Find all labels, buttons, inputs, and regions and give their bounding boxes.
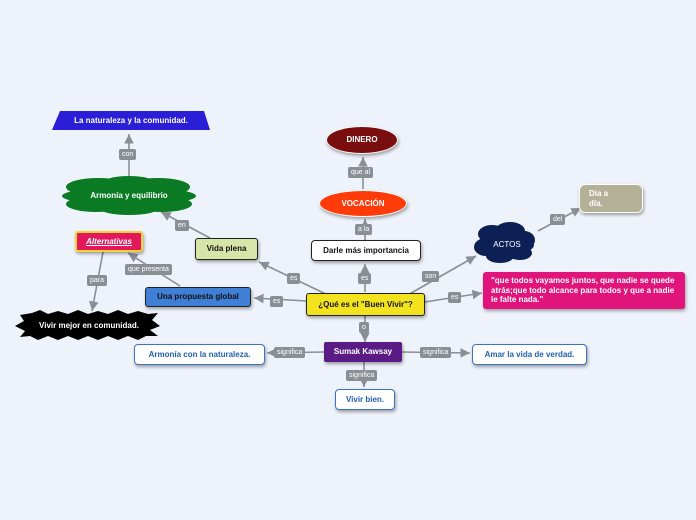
vivir-bien-label: Vivir bien. xyxy=(345,394,385,404)
dinero-node[interactable]: DINERO xyxy=(326,126,398,154)
vivir-mejor-node[interactable]: Vivir mejor en comunidad. xyxy=(22,316,156,336)
link-label-es-quote: es xyxy=(448,292,462,303)
actos-cloud xyxy=(474,222,535,263)
link-label-significa-down: significa xyxy=(346,370,378,381)
armonia-naturaleza-label: Armonía con la naturaleza. xyxy=(148,349,251,359)
link-label-para: para xyxy=(87,275,108,286)
sumak-kawsay-node[interactable]: Sumak Kawsay xyxy=(324,342,402,362)
actos-label: ACTOS xyxy=(493,240,521,250)
link-label-que-presenta: que presenta xyxy=(125,264,172,275)
central-node[interactable]: ¿Qué es el "Buen Vivir"? xyxy=(306,293,425,316)
vivir-bien-node[interactable]: Vivir bien. xyxy=(335,389,395,410)
dinero-label: DINERO xyxy=(346,135,378,145)
propuesta-global-node[interactable]: Una propuesta global xyxy=(145,287,251,307)
alternativas-node[interactable]: Alternativas xyxy=(75,231,143,252)
vivir-mejor-label: Vivir mejor en comunidad. xyxy=(39,321,139,331)
dia-a-dia-label: Día a día. xyxy=(589,188,609,208)
armonia-equilibrio-label: Armonía y equilibrio xyxy=(90,191,168,201)
link-label-son: son xyxy=(422,271,440,282)
vida-plena-node[interactable]: Vida plena xyxy=(195,238,258,260)
dia-a-dia-node[interactable]: Día a día. xyxy=(579,184,643,213)
naturaleza-ribbon xyxy=(52,111,210,130)
naturaleza-comunidad-node[interactable]: La naturaleza y la comunidad. xyxy=(56,111,206,130)
vivir-mejor-burst xyxy=(15,310,160,340)
link-label-a-la: a la xyxy=(355,224,373,235)
link-label-en: en xyxy=(175,220,189,231)
vocacion-node[interactable]: VOCACIÓN xyxy=(319,190,407,217)
vocacion-label: VOCACIÓN xyxy=(341,198,385,208)
link-label-con: con xyxy=(119,149,137,160)
quote-label: "que todos vayamos juntos, que nadie se … xyxy=(491,276,675,305)
link-label-es-propuesta: es xyxy=(270,296,284,307)
link-label-es-vida: es xyxy=(287,273,301,284)
quote-node[interactable]: "que todos vayamos juntos, que nadie se … xyxy=(483,272,685,309)
link-label-significa-left: significa xyxy=(274,347,306,358)
vida-plena-label: Vida plena xyxy=(206,244,247,254)
link-label-o: o xyxy=(359,322,369,333)
link-label-del: del xyxy=(550,214,566,225)
armonia-equilibrio-cloud xyxy=(62,176,196,215)
darle-importancia-label: Darle más importancia xyxy=(323,245,409,255)
link-label-que-al: que al xyxy=(348,167,374,178)
propuesta-global-label: Una propuesta global xyxy=(157,292,239,302)
armonia-naturaleza-node[interactable]: Armonía con la naturaleza. xyxy=(134,344,265,365)
naturaleza-comunidad-label: La naturaleza y la comunidad. xyxy=(74,115,188,125)
link-label-significa-right: significa xyxy=(420,347,452,358)
link-label-es-darle: es xyxy=(358,273,372,284)
alternativas-label: Alternativas xyxy=(86,236,132,246)
central-node-label: ¿Qué es el "Buen Vivir"? xyxy=(318,299,413,309)
armonia-equilibrio-node[interactable]: Armonía y equilibrio xyxy=(74,187,184,205)
amar-vida-node[interactable]: Amar la vida de verdad. xyxy=(472,344,587,365)
amar-vida-label: Amar la vida de verdad. xyxy=(484,349,575,359)
actos-node[interactable]: ACTOS xyxy=(482,236,532,254)
sumak-kawsay-label: Sumak Kawsay xyxy=(333,347,393,357)
connector-central-actos xyxy=(405,255,477,297)
darle-importancia-node[interactable]: Darle más importancia xyxy=(311,240,421,261)
